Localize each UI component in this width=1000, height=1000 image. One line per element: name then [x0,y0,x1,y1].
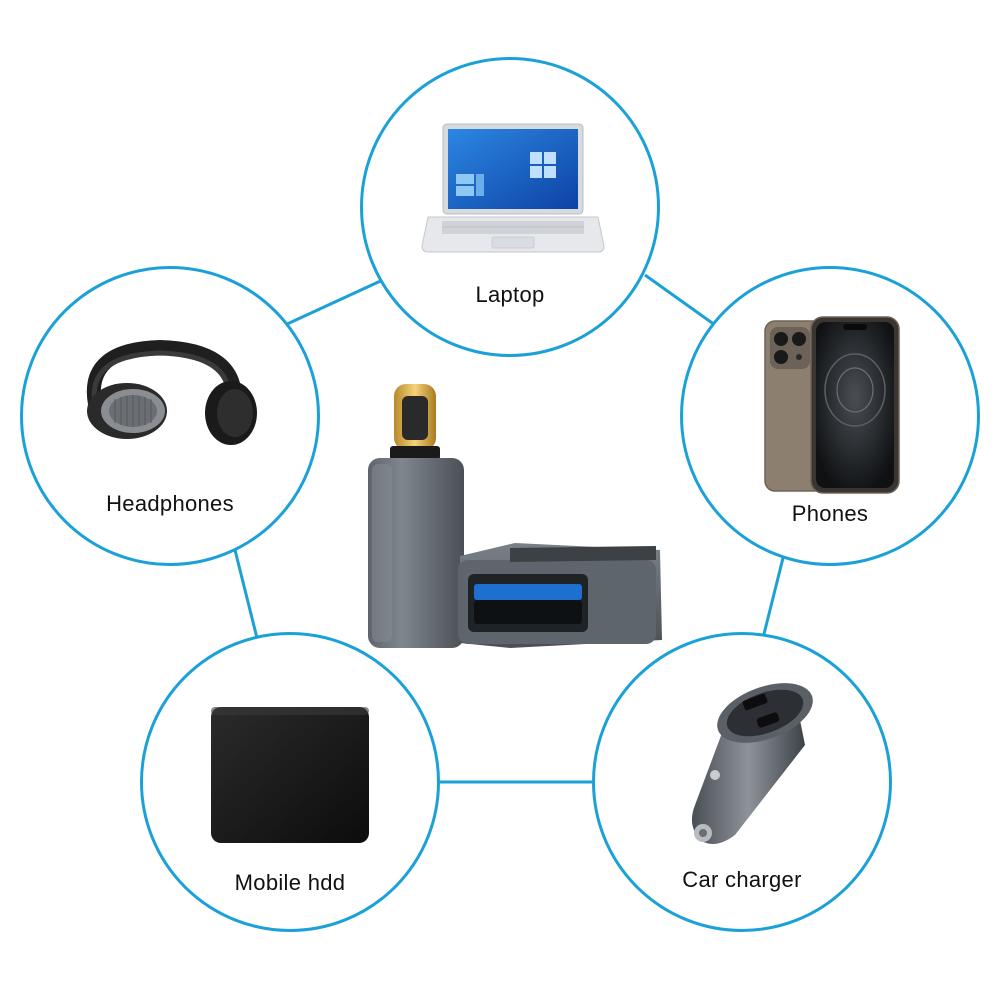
node-mobile-hdd: Mobile hdd [140,632,440,932]
usb-c-to-usb-a-adapter-icon [368,384,662,648]
connector-laptop-phones [644,273,716,327]
node-label-phones: Phones [791,501,869,526]
laptop-icon [421,123,605,253]
node-label-mobile-hdd: Mobile hdd [234,870,346,895]
connector-hdd-headphones [233,549,260,643]
headphones-icon [86,339,257,445]
hard-drive-icon [211,707,369,843]
node-car-charger: Car charger [592,632,892,932]
smartphone-icon [764,316,900,494]
node-label-headphones: Headphones [106,491,234,516]
node-headphones: Headphones [20,266,320,566]
node-laptop: Laptop [360,57,660,357]
node-label-laptop: Laptop [475,282,545,307]
car-charger-icon [691,683,813,844]
node-label-car-charger: Car charger [682,867,802,892]
node-phones: Phones [680,266,980,566]
connector-phones-car-charger [760,549,787,643]
connector-headphones-laptop [284,276,388,327]
